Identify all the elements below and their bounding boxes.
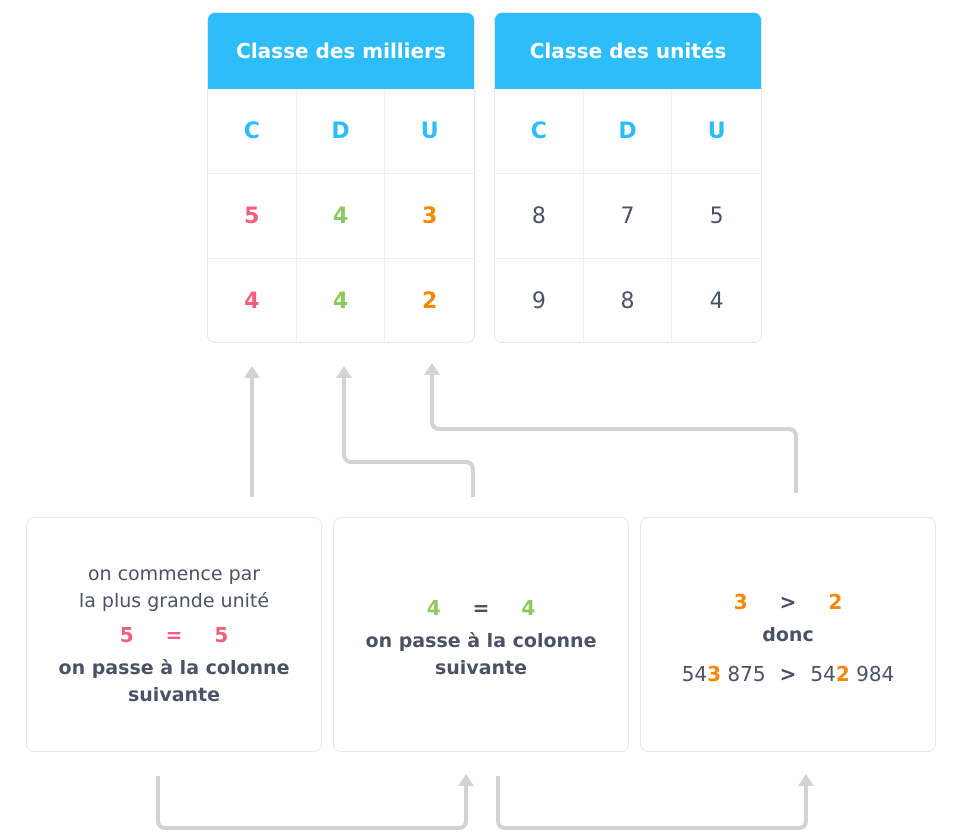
col-header-d: D [583,89,673,174]
table-thousands-class: Classe des milliers C D U 5 4 3 4 4 2 [207,12,475,343]
number1-prefix: 54 [681,661,708,686]
step-box-3: 3>2 donc 543 875>542 984 [640,517,936,752]
table-units-class: Classe des unités C D U 8 7 5 9 8 4 [494,12,762,343]
step1-intro-line1: on commence par [87,562,261,585]
cell-value: 5 [208,174,297,259]
col-header-c: C [208,89,297,174]
step1-result-line2: suivante [127,683,221,706]
number1-suffix: 875 [721,661,766,686]
step3-final-comparison: 543 875>542 984 [682,661,895,688]
step2-result-line2: suivante [434,656,528,679]
number1-key-digit: 3 [707,661,722,686]
step1-result-line1: on passe à la colonne [58,656,290,679]
step1-comparison: 5 = 5 [104,623,245,647]
step-box-2: 4 = 4 on passe à la colonne suivante [333,517,629,752]
cell-value: 4 [208,259,297,342]
cell-value: 4 [296,174,386,259]
step3-left-digit: 3 [733,589,748,614]
step1-left-digit: 5 [119,622,134,647]
step-box-1: on commence par la plus grande unité 5=5… [26,517,322,752]
cell-value: 2 [422,289,438,314]
step3-right-digit: 2 [828,589,843,614]
number2-key-digit: 2 [835,661,850,686]
step1-right-digit: 5 [214,622,229,647]
step2-right-digit: 4 [521,595,536,620]
cell-value: 3 [385,174,474,259]
col-header-u: U [672,89,761,174]
table-units-title: Classe des unités [495,13,761,89]
step2-operator: = [472,595,490,620]
step1-operator: = [165,622,183,647]
step2-result-line1: on passe à la colonne [365,629,597,652]
arrow-step3-to-units [430,375,798,493]
step2-left-digit: 4 [426,595,441,620]
col-header-c: C [495,89,584,174]
cell-value: 9 [495,259,584,342]
arrowhead [798,774,814,786]
step1-intro-line2: la plus grande unité [78,589,270,612]
number2-suffix: 984 [849,661,895,686]
cell-value: 4 [709,289,724,314]
step3-comparison: 3 >2 [718,590,859,614]
arrow-box2-to-box3 [496,776,808,830]
arrowhead [244,366,260,378]
arrowhead [336,366,352,378]
arrowhead [458,774,474,786]
cell-value: 7 [583,174,673,259]
final-operator: > [779,661,797,686]
arrow-step2-to-tens [342,378,475,497]
number2-prefix: 54 [810,661,836,686]
table-thousands-title: Classe des milliers [208,13,474,89]
cell-value: 4 [297,259,386,342]
step2-comparison: 4 = 4 [411,596,552,620]
cell-value: 5 [672,174,761,259]
col-header-u: U [385,89,474,174]
step3-operator: > [779,589,797,614]
arrowhead [424,363,440,375]
step3-conclusion-word: donc [762,623,814,646]
cell-value: 8 [584,259,673,342]
col-header-d: D [296,89,386,174]
arrow-box1-to-box2 [156,776,468,830]
cell-value: 8 [495,174,584,259]
